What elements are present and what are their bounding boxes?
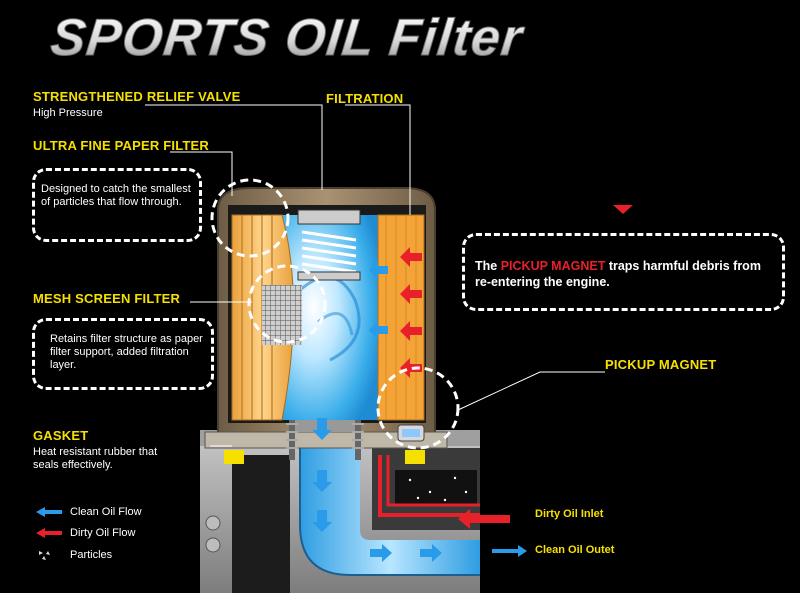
legend-label: Particles <box>70 549 113 561</box>
particles-icon <box>39 551 50 560</box>
mesh-filter-callout-box <box>32 318 214 390</box>
mesh-filter-desc: Retains filter structure as paper filter… <box>50 333 203 371</box>
mesh-filter-title: MESH SCREEN FILTER <box>33 291 181 306</box>
filtration-title: FILTRATION <box>326 91 404 106</box>
gasket-title: GASKET <box>33 428 89 443</box>
paper-filter-title: ULTRA FINE PAPER FILTER <box>33 138 209 153</box>
clean-flow-arrows <box>312 261 442 562</box>
clean-core <box>278 215 380 420</box>
paper-filter-desc: Designed to catch the smallest of partic… <box>41 183 191 208</box>
magnet-callout-suffix: traps harmful debris from re-entering th… <box>475 259 761 289</box>
relief-valve-spring <box>297 209 361 281</box>
page-title: SPORTS OIL Filter <box>48 9 527 67</box>
clean-oil-pipe <box>299 440 480 576</box>
magnet-callout-box <box>462 233 785 311</box>
callout-circles <box>210 178 460 450</box>
blue-arrow-icon <box>36 507 62 517</box>
legend-item-clean: Clean Oil Flow <box>36 506 142 518</box>
legend-label: Clean Oil Flow <box>70 506 142 518</box>
legend-item-dirty: Dirty Oil Flow <box>36 527 135 539</box>
dirty-oil-inlet-label: Dirty Oil Inlet <box>535 508 604 520</box>
magnet-callout-prefix: The <box>475 259 501 273</box>
paper-filter-callout-box <box>32 168 202 242</box>
gasket-left <box>224 450 244 464</box>
gasket-right <box>405 450 425 464</box>
leader-lines <box>145 104 605 447</box>
legend-label: Dirty Oil Flow <box>70 527 136 539</box>
relief-valve-sub: High Pressure <box>33 107 103 119</box>
pickup-magnet-title: PICKUP MAGNET <box>605 357 717 372</box>
chevron-down-icon <box>613 205 633 214</box>
clean-outlet-arrow-icon <box>492 545 527 557</box>
dirty-flow-arrows <box>400 247 510 529</box>
magnet-callout-text: The PICKUP MAGNET traps harmful debris f… <box>475 258 775 290</box>
legend-item-particles: Particles <box>36 549 112 561</box>
gasket-sub: Heat resistant rubber that seals effecti… <box>33 446 158 471</box>
pickup-magnet <box>397 424 425 442</box>
right-paper-filter <box>377 214 425 421</box>
clean-oil-outlet-label: Clean Oil Outet <box>535 544 615 556</box>
relief-valve-title: STRENGTHENED RELIEF VALVE <box>33 89 241 104</box>
magnet-callout-highlight: PICKUP MAGNET <box>500 259 606 273</box>
red-arrow-icon <box>36 528 62 538</box>
